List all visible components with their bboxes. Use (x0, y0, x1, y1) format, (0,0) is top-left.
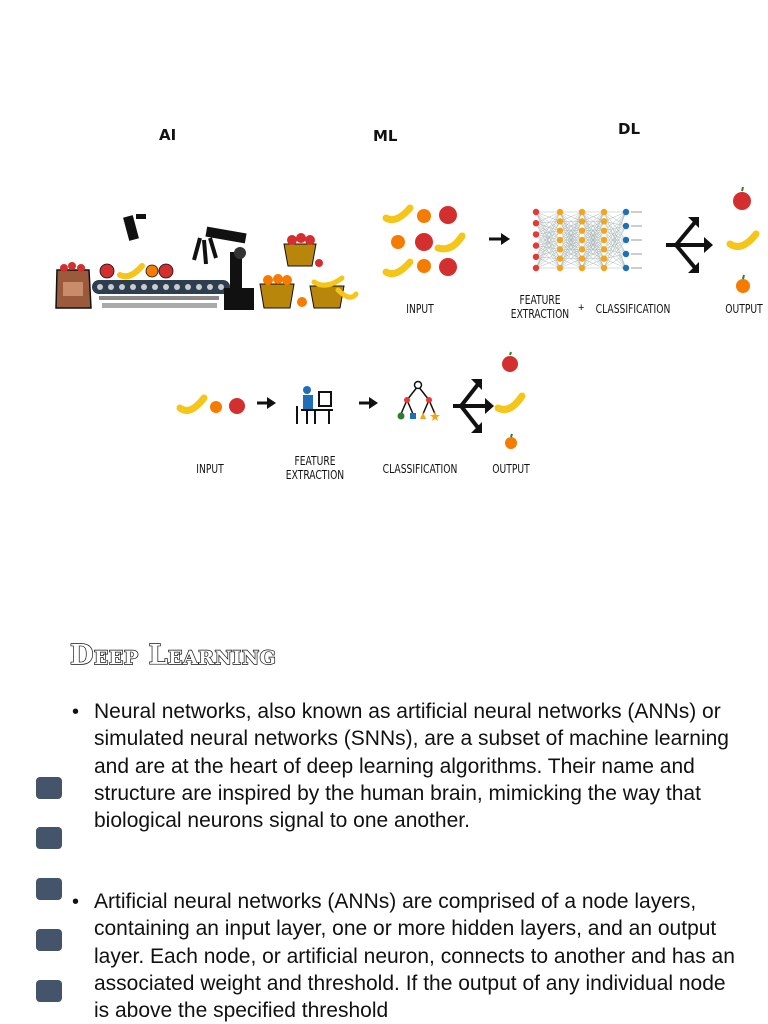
nn-node (622, 208, 630, 216)
conveyor-belt-icon (92, 280, 230, 308)
robot-arm-icon (192, 226, 254, 310)
nn-node (600, 227, 608, 234)
nn-node (622, 222, 630, 230)
side-marker (36, 980, 62, 1002)
split-arrows-icon (666, 217, 713, 273)
ml-input-caption: INPUT (196, 462, 224, 476)
dl-classification-caption: CLASSIFICATION (595, 302, 671, 316)
ai-factory-illustration (55, 214, 359, 310)
side-marker (36, 777, 62, 799)
nn-node (532, 220, 540, 227)
ml-input-fruits-icon (176, 394, 245, 414)
ai-header: AI (159, 126, 177, 144)
nn-node (600, 246, 608, 253)
nn-node (578, 218, 586, 225)
nn-node (556, 208, 564, 216)
person-at-computer-icon (296, 386, 333, 424)
dl-header: DL (618, 120, 641, 138)
nn-node (532, 264, 540, 272)
bullet-paragraph-2: Artificial neural networks (ANNs) are co… (94, 890, 735, 1023)
nn-node (578, 255, 586, 262)
neural-network-icon (532, 208, 642, 272)
ml-header: ML (373, 127, 398, 145)
split-arrows-icon (453, 379, 494, 433)
plus-sign: + (578, 302, 585, 314)
nn-node (622, 250, 630, 258)
nn-node (600, 255, 608, 262)
dl-output-fruits-icon (726, 186, 760, 293)
nn-node (556, 264, 564, 272)
dl-input-fruits-icon (382, 204, 466, 278)
nn-node (556, 218, 564, 225)
nn-node (600, 236, 608, 244)
dl-feature-extraction-caption: FEATURE EXTRACTION (510, 293, 570, 321)
camera-icon (123, 214, 146, 241)
nn-node (578, 208, 586, 216)
ml-output-caption: OUTPUT (492, 462, 530, 476)
nn-node (556, 246, 564, 253)
nn-node (578, 236, 586, 244)
nn-node (556, 236, 564, 244)
nn-node (556, 255, 564, 262)
nn-node (532, 208, 540, 216)
nn-node (532, 253, 540, 260)
nn-node (578, 227, 586, 234)
nn-node (532, 231, 540, 238)
nn-node (578, 264, 586, 272)
bullet-marker: • (72, 701, 80, 723)
nn-node (600, 264, 608, 272)
dl-input-caption: INPUT (406, 302, 434, 316)
section-title: Deep Learning (69, 639, 277, 671)
arrow-right-icon (359, 397, 378, 409)
nn-node (622, 264, 630, 272)
nn-node (532, 242, 540, 249)
dl-output-caption: OUTPUT (725, 302, 763, 316)
ml-classification-caption: CLASSIFICATION (382, 462, 458, 476)
side-marker (36, 878, 62, 900)
ml-feature-extraction-caption: FEATURE EXTRACTION (285, 454, 345, 482)
decision-tree-icon (397, 380, 440, 421)
nn-node (600, 218, 608, 225)
side-marker (36, 929, 62, 951)
apple-sack-icon (55, 262, 92, 309)
bullet-paragraph-1: Neural networks, also known as artificia… (94, 700, 729, 833)
nn-node (578, 246, 586, 253)
nn-node (600, 208, 608, 216)
arrow-right-icon (489, 233, 510, 245)
ml-output-fruits-icon (494, 351, 526, 449)
side-marker (36, 827, 62, 849)
bullet-marker: • (72, 891, 80, 913)
fruit-basket-icon (259, 233, 359, 309)
arrow-right-icon (257, 397, 276, 409)
nn-node (556, 227, 564, 234)
nn-node (622, 236, 630, 244)
